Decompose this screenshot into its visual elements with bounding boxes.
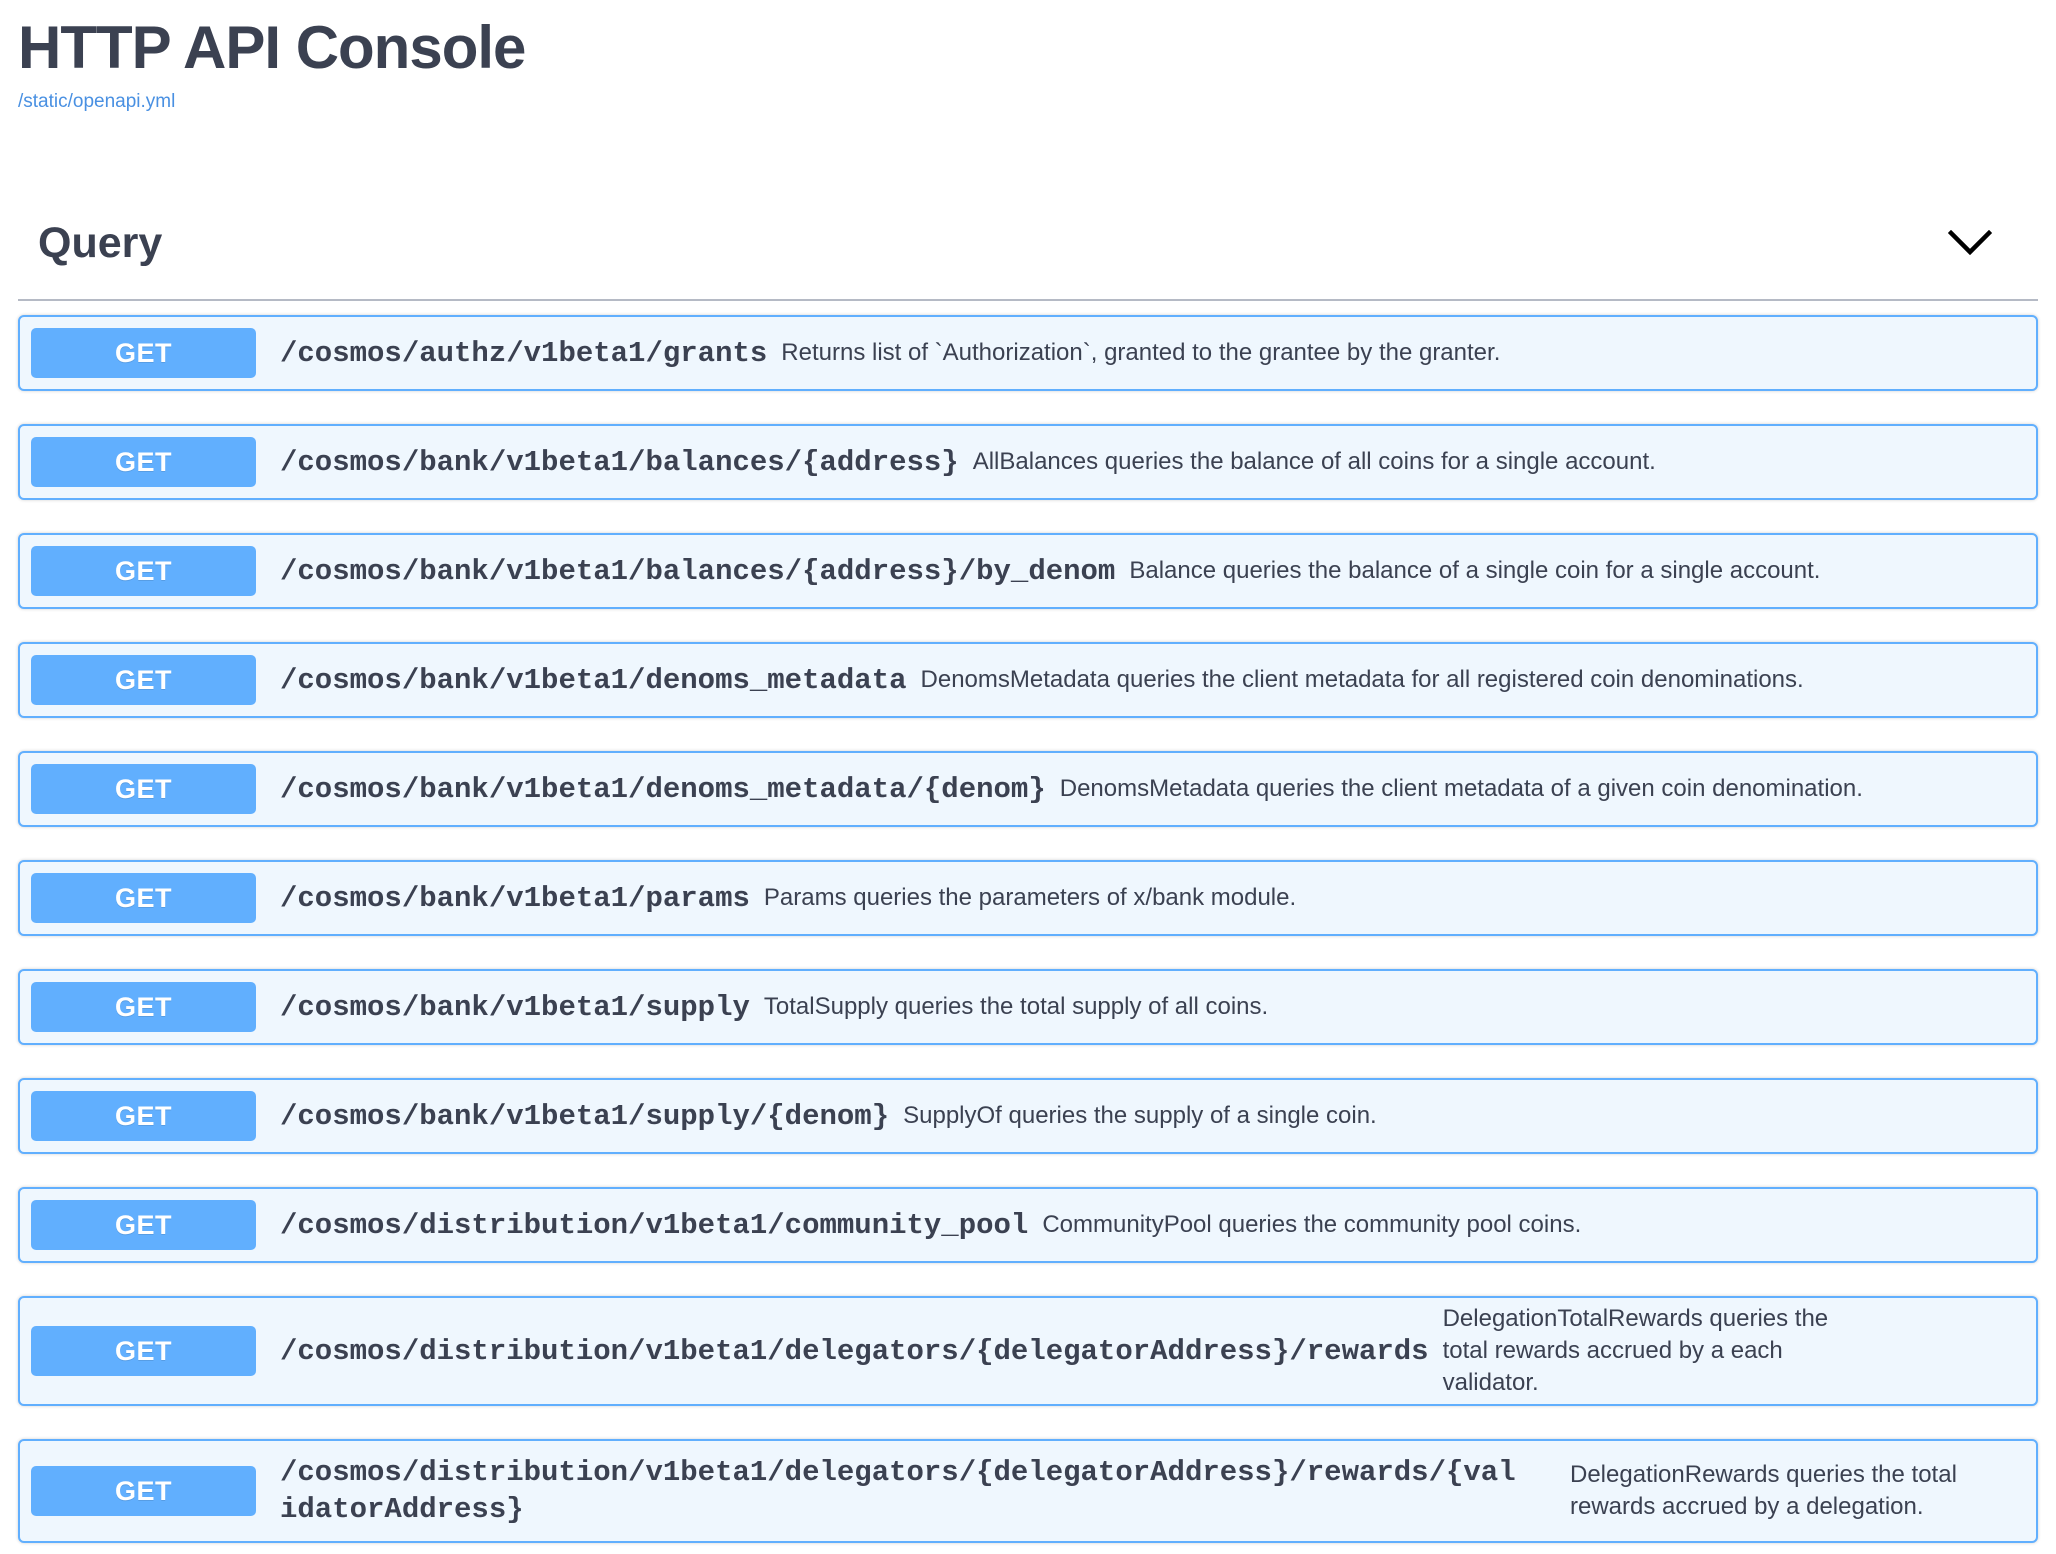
operation-description: DelegationRewards queries the total rewa…	[1570, 1461, 1957, 1521]
operation-path: /cosmos/bank/v1beta1/balances/{address}/…	[280, 554, 1116, 588]
operation-description: Balance queries the balance of a single …	[1129, 557, 1821, 585]
http-method-badge[interactable]: GET	[31, 1466, 256, 1517]
operation-description: Returns list of `Authorization`, granted…	[781, 339, 1501, 367]
http-method-badge[interactable]: GET	[31, 1091, 256, 1142]
http-method-badge[interactable]: GET	[31, 1326, 256, 1377]
chevron-down-icon[interactable]	[1948, 230, 1992, 256]
http-method-badge[interactable]: GET	[31, 328, 256, 379]
operation-description: DelegationTotalRewards queries the total…	[1442, 1305, 1829, 1397]
operation-path: /cosmos/distribution/v1beta1/delegators/…	[280, 1334, 1429, 1368]
operation-row[interactable]: GET/cosmos/bank/v1beta1/denoms_metadata D…	[18, 642, 2038, 719]
http-method-badge[interactable]: GET	[31, 655, 256, 706]
operation-path: /cosmos/distribution/v1beta1/community_p…	[280, 1208, 1029, 1242]
operation-row[interactable]: GET/cosmos/bank/v1beta1/supply/{denom} Su…	[18, 1078, 2038, 1155]
operation-row[interactable]: GET/cosmos/bank/v1beta1/supply TotalSuppl…	[18, 969, 2038, 1046]
operation-path: /cosmos/bank/v1beta1/denoms_metadata	[280, 663, 907, 697]
operation-path: /cosmos/distribution/v1beta1/delegators/…	[280, 1456, 1516, 1527]
operation-path: /cosmos/authz/v1beta1/grants	[280, 336, 768, 370]
operation-description: SupplyOf queries the supply of a single …	[903, 1102, 1377, 1130]
operation-row[interactable]: GET/cosmos/bank/v1beta1/balances/{addres…	[18, 424, 2038, 501]
operation-row[interactable]: GET/cosmos/bank/v1beta1/balances/{addres…	[18, 533, 2038, 610]
operation-description: AllBalances queries the balance of all c…	[972, 448, 1656, 476]
http-method-badge[interactable]: GET	[31, 982, 256, 1033]
operation-list: GET/cosmos/authz/v1beta1/grants Returns l…	[18, 315, 2038, 1544]
http-method-badge[interactable]: GET	[31, 546, 256, 597]
operation-row[interactable]: GET/cosmos/distribution/v1beta1/delegato…	[18, 1296, 2038, 1407]
operation-description: DenomsMetadata queries the client metada…	[920, 666, 1804, 694]
query-section: Query GET/cosmos/authz/v1beta1/grants Ret…	[0, 203, 2056, 1544]
page-title: HTTP API Console	[18, 14, 526, 81]
operation-row[interactable]: GET/cosmos/authz/v1beta1/grants Returns l…	[18, 315, 2038, 392]
operation-path: /cosmos/bank/v1beta1/balances/{address}	[280, 445, 959, 479]
openapi-spec-link[interactable]: /static/openapi.yml	[18, 91, 176, 113]
operation-path: /cosmos/bank/v1beta1/supply/{denom}	[280, 1099, 890, 1133]
query-section-title: Query	[38, 218, 163, 267]
query-section-header[interactable]: Query	[18, 203, 2038, 283]
operation-row[interactable]: GET/cosmos/distribution/v1beta1/delegato…	[18, 1439, 2038, 1544]
operation-row[interactable]: GET/cosmos/distribution/v1beta1/communit…	[18, 1187, 2038, 1264]
operation-description: TotalSupply queries the total supply of …	[763, 993, 1269, 1021]
operation-row[interactable]: GET/cosmos/bank/v1beta1/params Params que…	[18, 860, 2038, 937]
section-divider	[18, 299, 2038, 302]
operation-row[interactable]: GET/cosmos/bank/v1beta1/denoms_metadata/…	[18, 751, 2038, 828]
operation-path: /cosmos/bank/v1beta1/denoms_metadata/{de…	[280, 772, 1046, 806]
http-method-badge[interactable]: GET	[31, 437, 256, 488]
operation-description: DenomsMetadata queries the client metada…	[1059, 775, 1863, 803]
operation-description: CommunityPool queries the community pool…	[1042, 1211, 1582, 1239]
operation-path: /cosmos/bank/v1beta1/params	[280, 881, 750, 915]
http-method-badge[interactable]: GET	[31, 764, 256, 815]
operation-path: /cosmos/bank/v1beta1/supply	[280, 990, 750, 1024]
http-method-badge[interactable]: GET	[31, 873, 256, 924]
http-method-badge[interactable]: GET	[31, 1200, 256, 1251]
operation-description: Params queries the parameters of x/bank …	[763, 884, 1297, 912]
page-header: HTTP API Console /static/openapi.yml	[0, 0, 2056, 113]
